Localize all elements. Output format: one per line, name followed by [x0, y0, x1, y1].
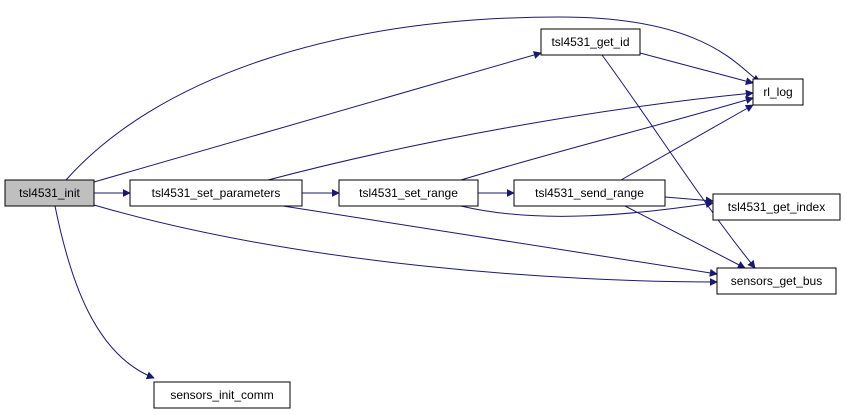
node-sensors-get-bus[interactable]: sensors_get_bus [716, 267, 837, 295]
node-box [752, 78, 804, 106]
edge-tsl4531_send_range-to-sensors_get_bus [624, 205, 746, 269]
node-tsl4531-get-index[interactable]: tsl4531_get_index [712, 193, 841, 221]
edge-tsl4531_set_range-to-rl_log [460, 96, 754, 181]
edge-line [93, 51, 542, 183]
edge-tsl4531_set_parameters-to-sensors_get_bus [282, 205, 718, 277]
edges-layer [54, 16, 761, 380]
edge-tsl4531_init-to-sensors_init_comm [54, 205, 155, 380]
node-box [4, 179, 95, 207]
edge-tsl4531_get_id-to-sensors_get_bus [601, 54, 756, 269]
node-box [153, 381, 291, 409]
edge-line [601, 54, 756, 269]
edge-line [624, 205, 746, 269]
edge-line [54, 205, 155, 380]
node-box [716, 267, 837, 295]
node-label: sensors_get_bus [731, 274, 822, 288]
node-label: rl_log [763, 85, 792, 99]
node-label: tsl4531_set_parameters [152, 186, 281, 200]
node-label: tsl4531_get_id [551, 35, 629, 49]
node-tsl4531-send-range[interactable]: tsl4531_send_range [513, 179, 666, 207]
edge-line [267, 89, 754, 181]
node-tsl4531-init[interactable]: tsl4531_init [4, 179, 95, 207]
edge-tsl4531_set_parameters-to-rl_log [267, 89, 754, 181]
node-box [129, 179, 303, 207]
edge-line [282, 205, 718, 277]
node-label: sensors_init_comm [170, 388, 273, 402]
node-sensors-init-comm[interactable]: sensors_init_comm [153, 381, 291, 409]
edge-line [460, 96, 754, 181]
node-label: tsl4531_get_index [728, 200, 825, 214]
node-label: tsl4531_init [19, 186, 80, 200]
node-label: tsl4531_send_range [535, 186, 644, 200]
edge-tsl4531_send_range-to-tsl4531_get_index [664, 196, 714, 205]
edge-tsl4531_get_id-to-rl_log [639, 52, 754, 86]
node-box [513, 179, 666, 207]
edge-line [93, 204, 718, 286]
edge-tsl4531_init-to-rl_log [65, 16, 761, 181]
edge-tsl4531_init-to-sensors_get_bus [93, 204, 718, 286]
nodes-layer: tsl4531_init tsl4531_set_parameters tsl453… [4, 28, 841, 409]
node-tsl4531-set-range[interactable]: tsl4531_set_range [338, 179, 479, 207]
node-tsl4531-get-id[interactable]: tsl4531_get_id [540, 28, 641, 56]
edge-tsl4531_set_range-to-tsl4531_get_index [460, 200, 714, 217]
edge-line [664, 196, 714, 205]
node-box [712, 193, 841, 221]
node-label: tsl4531_set_range [359, 186, 458, 200]
edge-line [65, 16, 761, 181]
edge-line [460, 200, 714, 217]
node-tsl4531-set-parameters[interactable]: tsl4531_set_parameters [129, 179, 303, 207]
edge-tsl4531_init-to-tsl4531_get_id [93, 51, 542, 183]
node-box [338, 179, 479, 207]
node-rl-log[interactable]: rl_log [752, 78, 804, 106]
edge-line [620, 104, 754, 181]
edge-line [639, 52, 754, 86]
node-box [540, 28, 641, 56]
edge-tsl4531_send_range-to-rl_log [620, 104, 754, 181]
